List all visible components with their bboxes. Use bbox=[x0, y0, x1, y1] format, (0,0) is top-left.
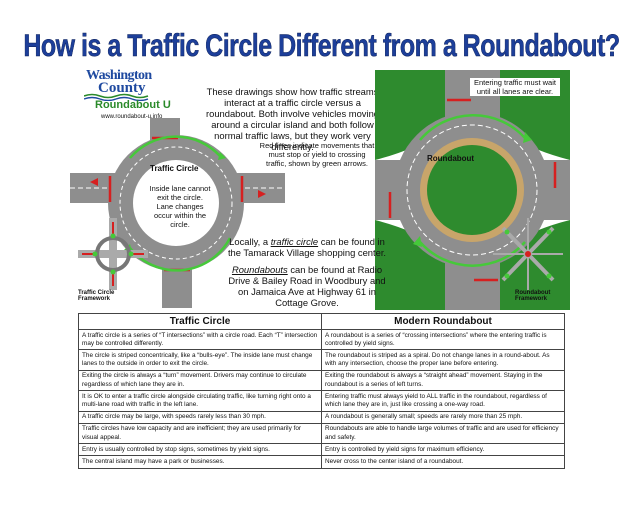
intro-text: These drawings show how traffic streams … bbox=[205, 86, 380, 152]
table-row: Entry is usually controlled by stop sign… bbox=[78, 443, 565, 457]
locally-text: Locally, a traffic circle can be found i… bbox=[222, 236, 392, 258]
table-cell: It is OK to enter a traffic circle along… bbox=[78, 390, 322, 412]
locally-term: traffic circle bbox=[270, 236, 319, 247]
table-cell: A traffic circle is a series of “T inter… bbox=[78, 328, 322, 351]
roundabout-label: Roundabout bbox=[427, 154, 475, 163]
framework-left-label: Traffic Circle Framework bbox=[78, 290, 115, 302]
table-cell: A roundabout is a series of “crossing in… bbox=[321, 328, 565, 351]
roundabout-diagram bbox=[375, 70, 570, 310]
logo-waves-icon bbox=[84, 93, 149, 101]
table-header-traffic-circle: Traffic Circle bbox=[78, 313, 322, 330]
logo-washington: Washington bbox=[86, 68, 152, 83]
roundabout-framework-diagram bbox=[493, 218, 563, 290]
table-row: The circle is striped concentrically, li… bbox=[78, 349, 565, 371]
table-cell: Never cross to the center island of a ro… bbox=[321, 455, 565, 469]
table-cell: Entry is controlled by yield signs for m… bbox=[321, 443, 565, 457]
table-row: It is OK to enter a traffic circle along… bbox=[78, 390, 565, 412]
table-row: Exiting the circle is always a “turn” mo… bbox=[78, 369, 565, 392]
roundabouts-term: Roundabouts bbox=[231, 264, 288, 275]
table-header-row: Traffic Circle Modern Roundabout bbox=[78, 313, 565, 330]
locally-prefix: Locally, a bbox=[229, 236, 271, 247]
table-row: The central island may have a park or bu… bbox=[78, 455, 565, 469]
table-cell: The roundabout is striped as a spiral. D… bbox=[321, 349, 565, 371]
table-cell: Entry is usually controlled by stop sign… bbox=[78, 443, 322, 457]
traffic-circle-diagram bbox=[70, 118, 285, 308]
table-cell: A traffic circle may be large, with spee… bbox=[78, 410, 322, 424]
table-cell: Exiting the roundabout is always a “stra… bbox=[321, 369, 565, 392]
comparison-table: Traffic Circle Modern Roundabout A traff… bbox=[78, 313, 565, 469]
logo-county: County bbox=[98, 80, 146, 96]
traffic-circle-framework-diagram bbox=[78, 218, 148, 290]
traffic-circle-label: Traffic Circle bbox=[150, 164, 199, 173]
table-cell: Entering traffic must always yield to AL… bbox=[321, 390, 565, 412]
logo-tagline: Roundabout U bbox=[95, 99, 171, 111]
logo-url: www.roundabout-u.info bbox=[101, 114, 163, 120]
page-title: How is a Traffic Circle Different from a… bbox=[23, 28, 620, 64]
table-cell: A roundabout is generally small; speeds … bbox=[321, 410, 565, 424]
framework-right-label: Roundabout Framework bbox=[515, 290, 551, 302]
table-cell: Exiting the circle is always a “turn” mo… bbox=[78, 369, 322, 392]
table-row: A traffic circle is a series of “T inter… bbox=[78, 328, 565, 351]
roundabouts-found-text: Roundabouts can be found at Radio Drive … bbox=[222, 264, 392, 308]
table-header-roundabout: Modern Roundabout bbox=[321, 313, 565, 330]
table-cell: Traffic circles have low capacity and ar… bbox=[78, 422, 322, 445]
entering-note: Entering traffic must wait until all lan… bbox=[470, 78, 560, 96]
table-row: A traffic circle may be large, with spee… bbox=[78, 410, 565, 424]
inside-lane-note: Inside lane cannot exit the circle. Lane… bbox=[149, 184, 211, 229]
locally-suffix: can be found in the Tamarack Village sho… bbox=[227, 236, 387, 258]
roundabouts-suffix: can be found at Radio Drive & Bailey Roa… bbox=[228, 264, 386, 308]
red-lines-note: Red lines indicate movements that must s… bbox=[259, 141, 375, 168]
table-cell: The central island may have a park or bu… bbox=[78, 455, 322, 469]
table-cell: The circle is striped concentrically, li… bbox=[78, 349, 322, 371]
table-row: Traffic circles have low capacity and ar… bbox=[78, 422, 565, 445]
table-cell: Roundabouts are able to handle large vol… bbox=[321, 422, 565, 445]
